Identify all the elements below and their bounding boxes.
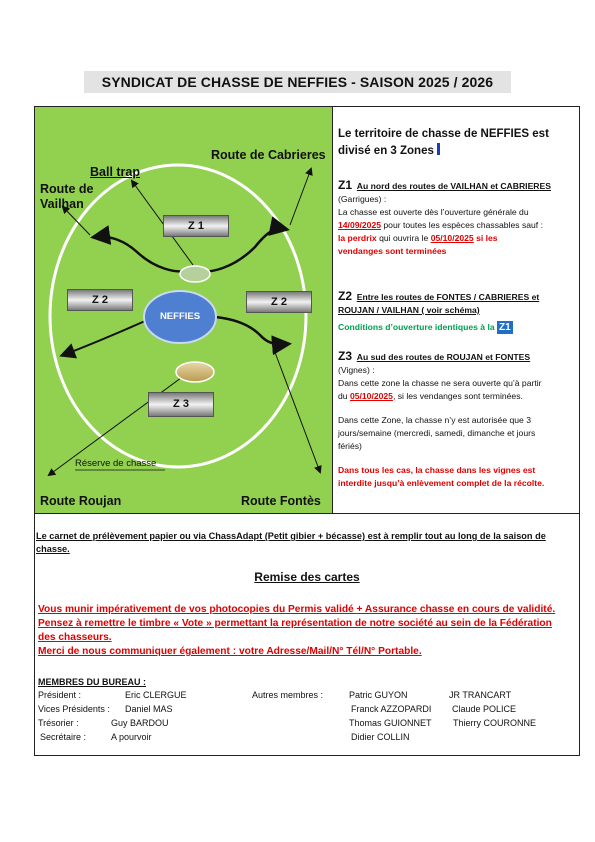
member-name: Thierry COURONNE [453,718,537,728]
cabrieres-arrow [289,167,313,226]
document-title: SYNDICAT DE CHASSE DE NEFFIES - SAISON 2… [84,71,511,93]
ball-trap-arrow [130,179,194,266]
route-fontes-label: Route Fontès [241,494,321,508]
tresorier-role: Trésorier : [38,718,79,728]
route-roujan-label: Route Roujan [40,494,122,508]
zone-z3-section: Z3 Au sud des routes de ROUJAN et FONTES… [338,349,545,489]
zone-z3-box: Z 3 [148,392,214,417]
reserve-oval [175,361,215,383]
content-frame [34,106,580,756]
zone-map-drawing [47,163,322,477]
secretaire-name: A pourvoir [111,732,152,742]
neffies-label: NEFFIES [159,311,201,322]
column-divider [332,107,333,513]
section-divider [35,513,579,514]
zone-z1-section: Z1 Au nord des routes de VAILHAN et CABR… [338,178,551,257]
reserve-label: Réserve de chasse [75,458,157,469]
route-fontes-line [214,315,292,356]
vp-name: Daniel MAS [125,704,173,714]
tresorier-name: Guy BARDOU [111,718,169,728]
territory-circle [48,163,308,469]
secretaire-role: Secrétaire : [40,732,87,742]
zone-z2-right-box: Z 2 [246,291,312,313]
route-vailhan-label-1: Route de [40,182,94,196]
route-vailhan-line [90,225,194,273]
member-name: Thomas GUIONNET [349,718,432,728]
zone-z2-section: Z2 Entre les routes de FONTES / CABRIERE… [338,289,540,334]
autres-membres-label: Autres membres : [252,690,324,700]
member-name: Patric GUYON [349,690,408,700]
required-documents: Vous munir impérativement de vos photoco… [38,604,556,657]
neffies-ellipse [143,290,217,344]
member-name: Claude POLICE [452,704,517,714]
vp-role: Vices Présidents : [38,704,110,714]
route-vailhan-label-2: Vailhan [40,197,84,211]
member-name: Franck AZZOPARDI [351,704,432,714]
zone-z1-box: Z 1 [163,215,229,237]
remise-heading: Remise des cartes [254,570,360,584]
vailhan-arrow [61,205,91,236]
territory-heading: Le territoire de chasse de NEFFIES est d… [338,128,549,157]
ball-trap-label: Ball trap [90,165,141,179]
president-role: Président : [38,690,82,700]
reserve-arrow [47,374,186,477]
member-name: Didier COLLIN [351,732,410,742]
ball-trap-oval [179,265,211,283]
member-name: JR TRANCART [449,690,512,700]
president-name: Eric CLERGUE [125,690,187,700]
zone-z2-left-box: Z 2 [67,289,133,311]
route-cabrieres-label: Route de Cabrieres [211,148,326,162]
route-roujan-line [59,320,146,359]
fontes-arrow [272,346,322,474]
carnet-notice: Le carnet de prélèvement papier ou via C… [36,531,546,554]
bureau-heading: MEMBRES DU BUREAU : [38,677,146,687]
